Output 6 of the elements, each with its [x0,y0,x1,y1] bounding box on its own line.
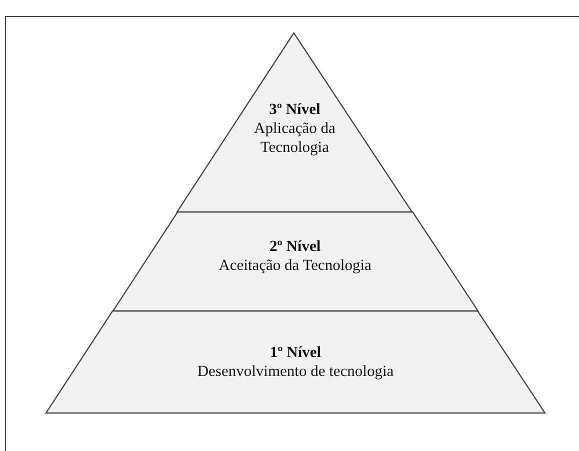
level-description: Aceitação da Tecnologia [218,256,372,275]
level-description: Aplicação da Tecnologia [253,119,336,157]
level-heading: 3º Nível [269,100,320,119]
level-heading: 2º Nível [269,237,321,256]
level-description: Desenvolvimento de tecnologia [196,362,395,381]
level-heading: 1º Nível [270,343,322,362]
